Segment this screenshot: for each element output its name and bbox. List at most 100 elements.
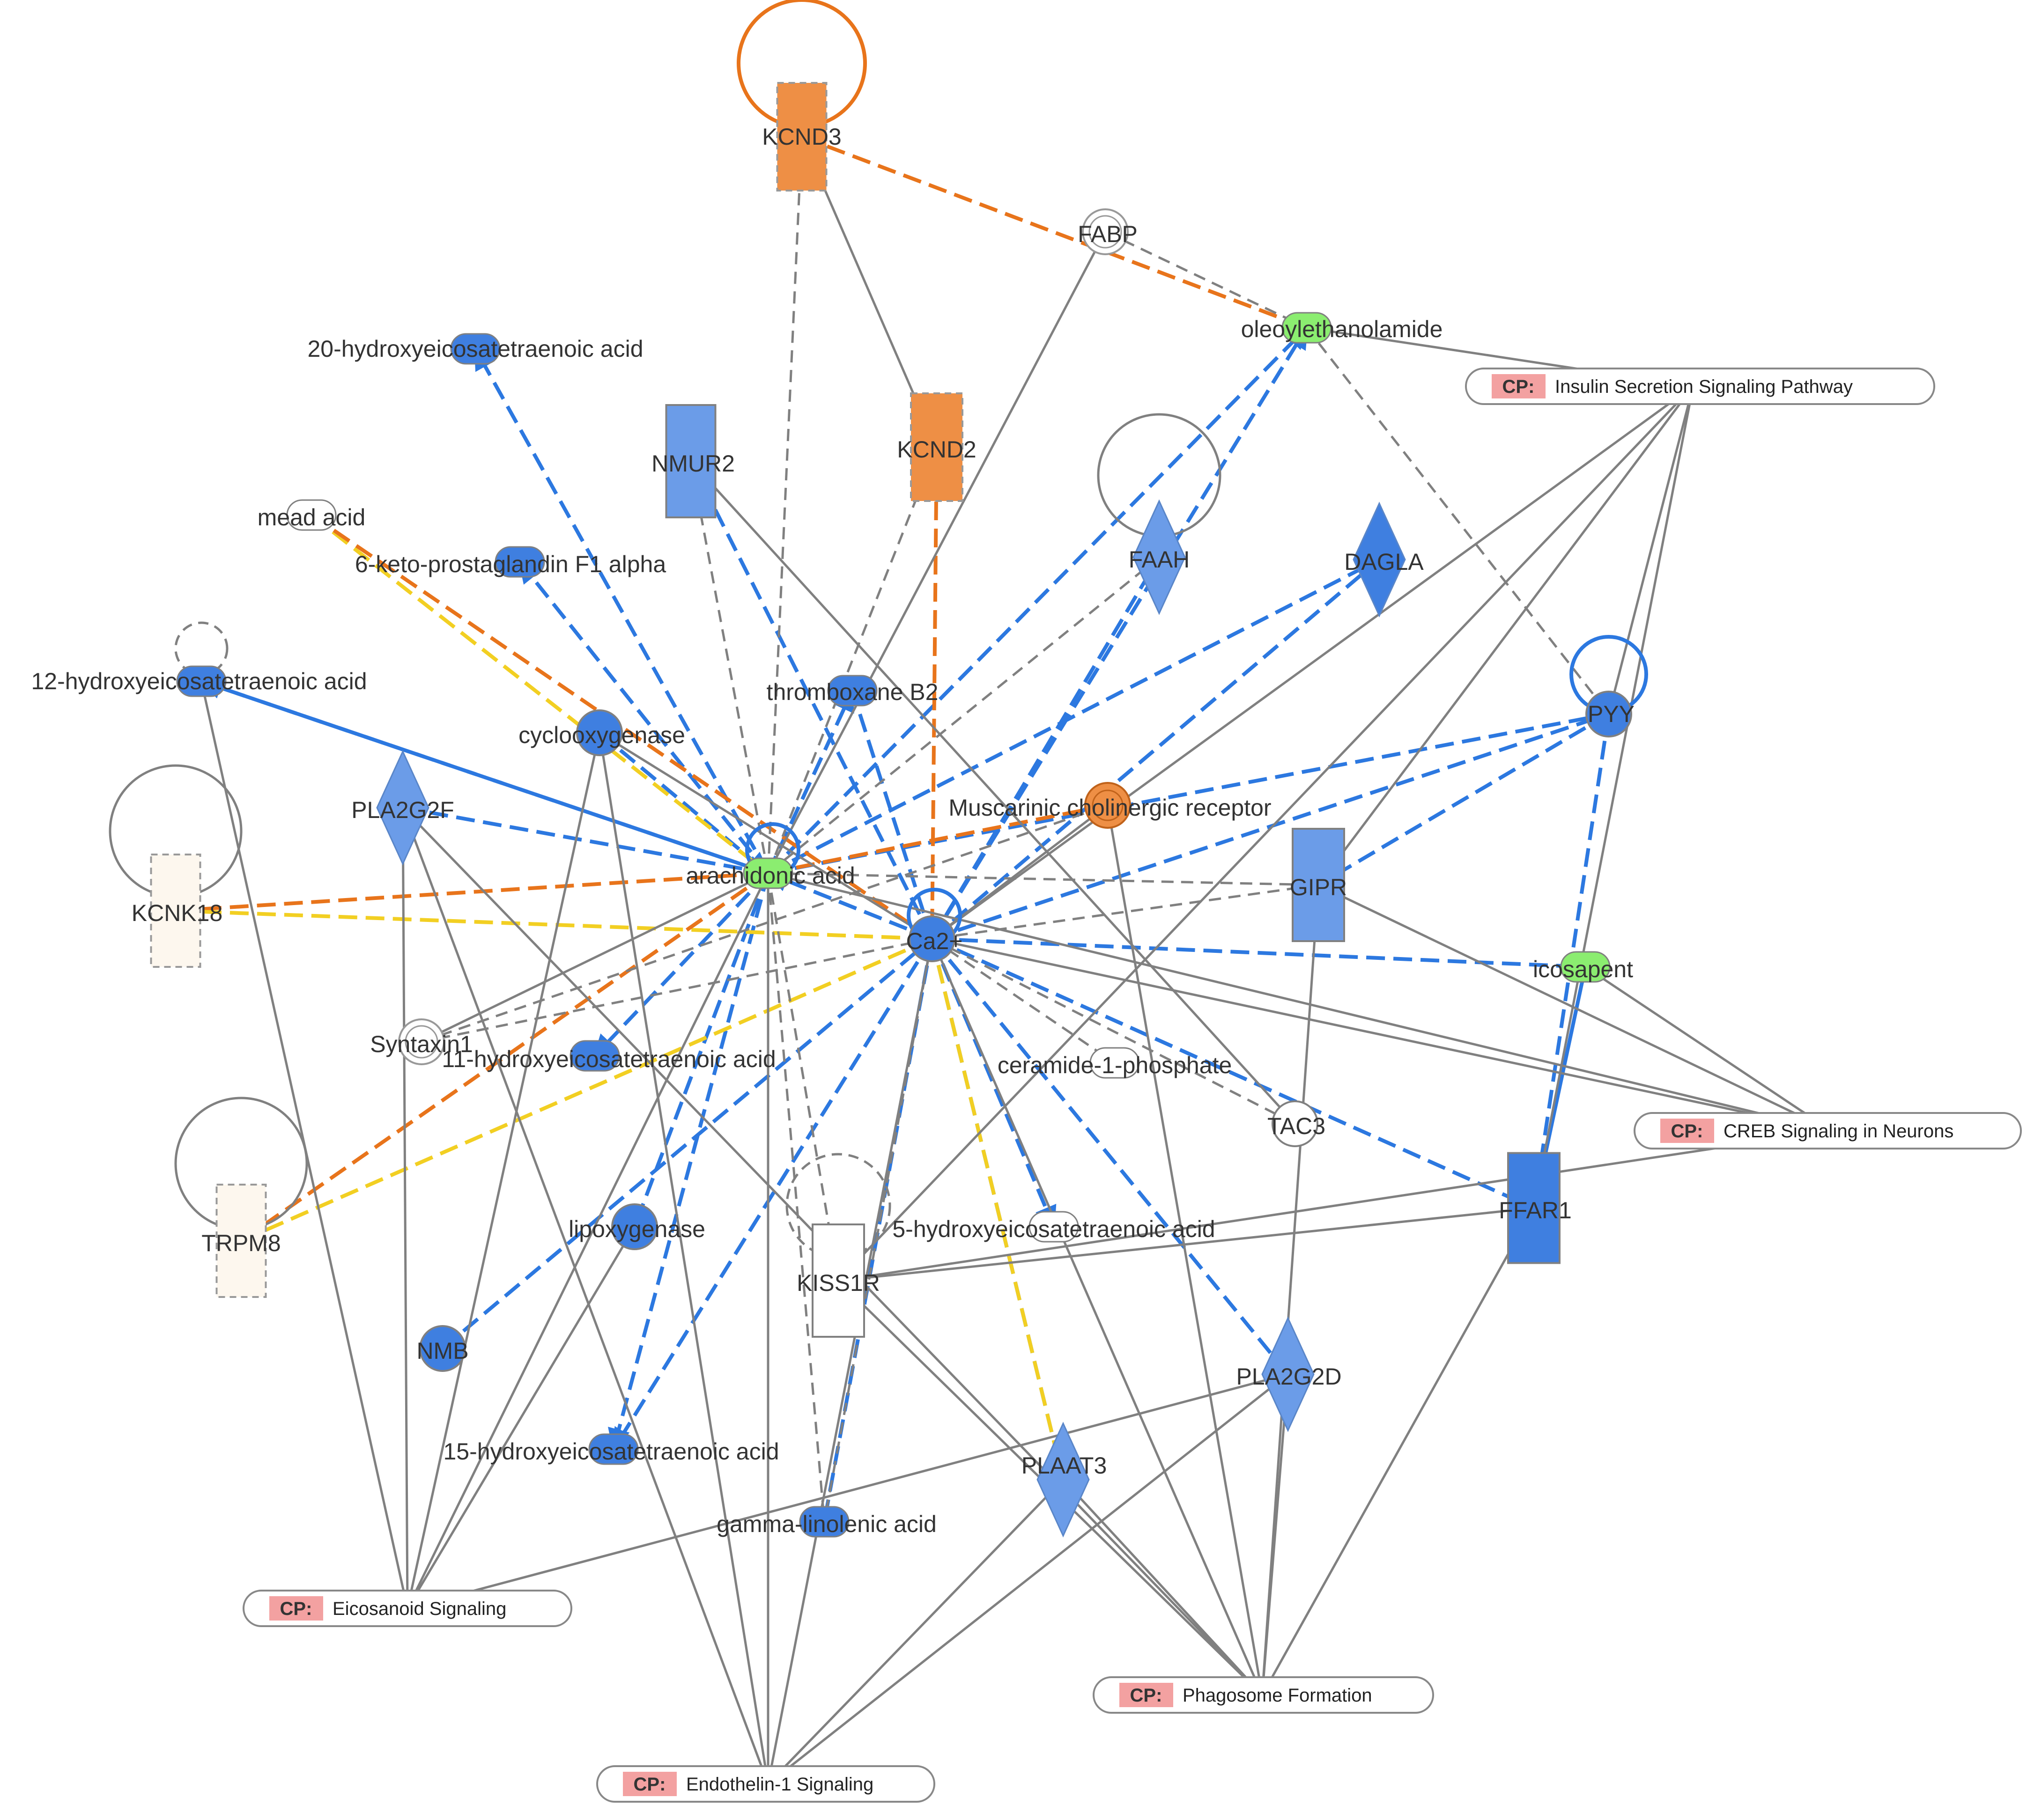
node-shape-GIPR: [1292, 828, 1345, 942]
edge-12-HETE-to-arachidonic_acid: [200, 679, 770, 877]
node-Ca2[interactable]: Ca2+: [906, 915, 963, 962]
pathway-tag: CP:: [1130, 1685, 1162, 1706]
edge-arachidonic_acid-to-Syntaxin1: [420, 872, 769, 1043]
node-FABP[interactable]: FABP: [1078, 208, 1138, 255]
edge-Ca2-to-arachidonic_acid: [766, 870, 933, 941]
node-label-NMB: NMB: [416, 1338, 468, 1364]
edge-Ca2-to-PYY: [931, 709, 1611, 941]
node-12-HETE[interactable]: 12-hydroxyeicosatetraenoic acid: [31, 665, 367, 697]
node-oleoylethanolamide[interactable]: oleoylethanolamide: [1241, 312, 1443, 344]
edge-arachidonic_acid-to-GLA: [767, 873, 830, 1523]
node-shape-GLA: [799, 1506, 850, 1538]
node-11-HETE[interactable]: 11-hydroxyeicosatetraenoic acid: [442, 1040, 776, 1072]
edge-Ca2-to-PLA2G2D: [930, 937, 1290, 1376]
node-icosapent[interactable]: icosapent: [1533, 951, 1633, 983]
node-FFAR1[interactable]: FFAR1: [1499, 1152, 1572, 1264]
node-TRPM8[interactable]: TRPM8: [201, 1184, 281, 1298]
node-label-arachidonic_acid: arachidonic acid: [686, 862, 855, 889]
edge-cyclooxygenase-to-CP_eicosanoid: [406, 732, 601, 1609]
edge-FABP-to-arachidonic_acid: [767, 231, 1107, 874]
node-label-6-keto-PGF1a: 6-keto-prostaglandin F1 alpha: [355, 551, 666, 577]
node-shape-PLA2G2F: [376, 750, 429, 866]
edge-mead_acid-to-arachidonic_acid: [310, 513, 769, 875]
edge-TRPM8-to-Ca2: [240, 937, 933, 1243]
node-cyclooxygenase[interactable]: cyclooxygenase: [518, 709, 685, 756]
pathway-label: CREB Signaling in Neurons: [1724, 1121, 1953, 1142]
node-TAC3[interactable]: TAC3: [1267, 1100, 1325, 1147]
node-PLA2G2D[interactable]: PLA2G2D: [1236, 1316, 1342, 1432]
node-shape-KISS1R: [812, 1223, 865, 1338]
pathway-tag-bg: [623, 1772, 677, 1796]
node-label-Ca2: Ca2+: [906, 928, 963, 954]
node-KCND3[interactable]: KCND3: [762, 82, 842, 192]
pathway-box: [596, 1765, 935, 1803]
edge-Syntaxin1-to-muscarinic: [421, 804, 1108, 1043]
node-label-FFAR1: FFAR1: [1499, 1197, 1572, 1223]
edge-arachidonic_acid-to-thromboxane_B2: [766, 688, 854, 874]
node-shape-NMUR2: [665, 404, 717, 518]
edge-Ca2-to-FAAH: [930, 555, 1161, 940]
pathway-CP_endothelin[interactable]: CP:Endothelin-1 Signaling: [596, 1765, 935, 1803]
node-shape-PLA2G2D: [1261, 1316, 1315, 1432]
pathway-CP_creb[interactable]: CP:CREB Signaling in Neurons: [1634, 1112, 2022, 1149]
edge-GIPR-to-CP_creb: [1317, 884, 1832, 1132]
node-muscarinic[interactable]: Muscarinic cholinergic receptor: [948, 782, 1272, 829]
edge-Ca2-to-15-HETE: [612, 937, 934, 1452]
node-20-HETE[interactable]: 20-hydroxyeicosatetraenoic acid: [307, 333, 644, 365]
node-PLA2G2F[interactable]: PLA2G2F: [351, 750, 454, 866]
pathway-CP_phagosome[interactable]: CP:Phagosome Formation: [1093, 1676, 1434, 1714]
pathway-box: [243, 1590, 572, 1627]
node-Syntaxin1[interactable]: Syntaxin1: [370, 1018, 473, 1065]
node-FAAH[interactable]: FAAH: [1129, 499, 1190, 615]
node-5-HETE[interactable]: 5-hydroxyeicosatetraenoic acid: [892, 1211, 1215, 1243]
edge-Ca2-to-CP_creb: [932, 937, 1832, 1132]
node-label-FABP: FABP: [1078, 221, 1138, 247]
node-label-TRPM8: TRPM8: [201, 1230, 281, 1256]
node-shape-muscarinic-inner: [1092, 789, 1124, 821]
node-15-HETE[interactable]: 15-hydroxyeicosatetraenoic acid: [443, 1433, 779, 1465]
edge-PLA2G2F-to-CP_endothelin: [401, 807, 769, 1784]
node-PYY[interactable]: PYY: [1585, 691, 1635, 737]
node-ceramide-1-phosphate[interactable]: ceramide-1-phosphate: [998, 1047, 1232, 1079]
node-lipoxygenase[interactable]: lipoxygenase: [569, 1203, 705, 1250]
edge-FFAR1-to-KISS1R: [838, 1207, 1534, 1282]
edge-Ca2-to-CP_endothelin: [767, 938, 933, 1784]
node-PLAAT3[interactable]: PLAAT3: [1021, 1422, 1107, 1538]
node-label-DAGLA: DAGLA: [1344, 549, 1424, 575]
pathway-CP_eicosanoid[interactable]: CP:Eicosanoid Signaling: [243, 1590, 572, 1627]
edge-CP_insulin-to-GIPR: [1317, 385, 1694, 886]
edge-arachidonic_acid-to-6-keto-PGF1a: [518, 560, 770, 875]
node-arachidonic_acid[interactable]: arachidonic acid: [686, 857, 855, 889]
edge-Ca2-to-TAC3: [931, 937, 1296, 1125]
edge-NMUR2-to-Ca2: [689, 460, 934, 941]
node-NMUR2[interactable]: NMUR2: [651, 404, 735, 518]
edge-FABP-to-oleoylethanolamide: [1104, 230, 1308, 329]
node-GIPR[interactable]: GIPR: [1290, 828, 1347, 942]
node-shape-arachidonic_acid: [743, 857, 793, 889]
node-shape-PLAAT3: [1036, 1422, 1090, 1538]
edge-PLA2G2D-to-CP_eicosanoid: [407, 1373, 1288, 1610]
node-DAGLA[interactable]: DAGLA: [1344, 501, 1424, 618]
edge-arachidonic_acid-to-DAGLA: [767, 558, 1382, 875]
edge-CP_insulin-to-FFAR1: [1532, 386, 1694, 1208]
node-shape-11-HETE: [570, 1040, 620, 1072]
node-KCNK18[interactable]: KCNK18: [132, 854, 223, 968]
node-GLA[interactable]: gamma-linolenic acid: [717, 1506, 937, 1538]
edge-arachidonic_acid-to-KISS1R: [767, 873, 840, 1281]
node-KCND2[interactable]: KCND2: [897, 392, 977, 502]
node-mead_acid[interactable]: mead acid: [258, 499, 366, 531]
pathway-tag-bg: [1119, 1683, 1173, 1707]
node-6-keto-PGF1a[interactable]: 6-keto-prostaglandin F1 alpha: [355, 546, 666, 578]
node-KISS1R[interactable]: KISS1R: [797, 1223, 880, 1338]
node-label-KCND2: KCND2: [897, 436, 976, 463]
pathway-tag: CP:: [634, 1774, 666, 1795]
node-shape-lipoxygenase: [611, 1203, 658, 1250]
edge-CP_insulin-to-KISS1R: [837, 385, 1694, 1282]
node-label-cyclooxygenase: cyclooxygenase: [518, 722, 685, 748]
node-label-PLAAT3: PLAAT3: [1021, 1452, 1107, 1479]
node-NMB[interactable]: NMB: [416, 1325, 469, 1372]
node-thromboxane_B2[interactable]: thromboxane B2: [767, 675, 939, 707]
pathway-CP_insulin[interactable]: CP:Insulin Secretion Signaling Pathway: [1465, 368, 1935, 405]
node-label-lipoxygenase: lipoxygenase: [569, 1216, 705, 1242]
